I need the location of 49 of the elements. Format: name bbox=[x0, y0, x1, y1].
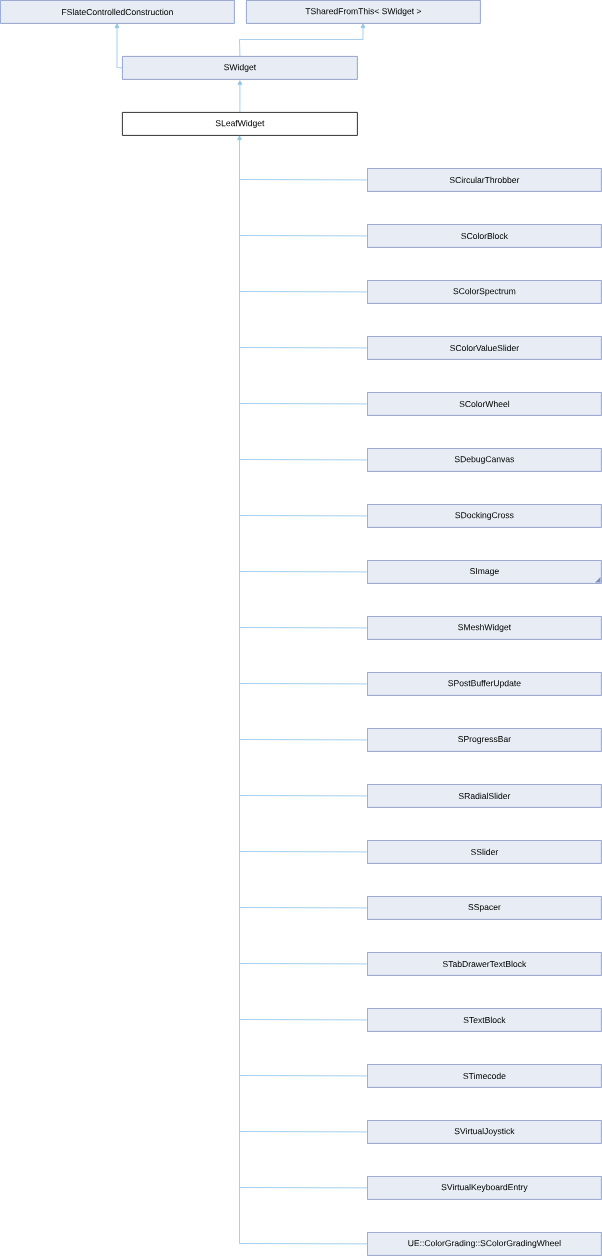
class-box: SPostBufferUpdate bbox=[367, 672, 602, 696]
connector-line bbox=[239, 515, 368, 517]
class-box: SProgressBar bbox=[367, 728, 602, 752]
connector-line bbox=[239, 179, 368, 181]
connector-line bbox=[239, 1131, 368, 1133]
connector-line bbox=[239, 403, 368, 405]
class-box: FSlateControlledConstruction bbox=[0, 0, 235, 24]
connector-line bbox=[239, 1075, 368, 1077]
inheritance-arrow bbox=[239, 23, 366, 57]
class-box: SColorSpectrum bbox=[367, 280, 602, 304]
class-box: STabDrawerTextBlock bbox=[367, 952, 602, 976]
class-box: UE::ColorGrading::SColorGradingWheel bbox=[367, 1232, 602, 1256]
class-box: SLeafWidget bbox=[122, 112, 358, 136]
connector-line bbox=[239, 963, 368, 965]
class-box: SColorBlock bbox=[367, 224, 602, 248]
connector-line bbox=[239, 627, 368, 629]
connector-line bbox=[239, 1187, 368, 1189]
class-box: SVirtualJoystick bbox=[367, 1120, 602, 1144]
class-box: SCircularThrobber bbox=[367, 168, 602, 192]
connector-line bbox=[239, 291, 368, 293]
connector-line bbox=[239, 795, 368, 797]
class-box: SColorValueSlider bbox=[367, 336, 602, 360]
class-box: SDockingCross bbox=[367, 504, 602, 528]
class-box: STimecode bbox=[367, 1064, 602, 1088]
class-box: TSharedFromThis< SWidget > bbox=[246, 0, 481, 24]
class-box: SSpacer bbox=[367, 896, 602, 920]
class-box: SImage bbox=[367, 560, 602, 584]
connector-line bbox=[239, 459, 368, 461]
connector-line bbox=[239, 1019, 368, 1021]
inheritance-arrow bbox=[237, 135, 242, 1244]
inheritance-arrow bbox=[237, 80, 243, 113]
connector-line bbox=[239, 1243, 368, 1245]
connector-line bbox=[239, 347, 368, 349]
connector-line bbox=[239, 571, 368, 573]
class-box: SColorWheel bbox=[367, 392, 602, 416]
connector-line bbox=[239, 907, 368, 909]
class-box: SRadialSlider bbox=[367, 784, 602, 808]
inheritance-arrow bbox=[114, 23, 120, 68]
class-box: SWidget bbox=[122, 56, 358, 80]
connector-line bbox=[116, 67, 123, 69]
connector-line bbox=[239, 739, 368, 741]
class-box: SSlider bbox=[367, 840, 602, 864]
connector-line bbox=[239, 235, 368, 237]
class-box: SVirtualKeyboardEntry bbox=[367, 1176, 602, 1200]
class-box: SMeshWidget bbox=[367, 616, 602, 640]
connector-line bbox=[239, 683, 368, 685]
class-box: STextBlock bbox=[367, 1008, 602, 1032]
connector-line bbox=[239, 851, 368, 853]
class-box: SDebugCanvas bbox=[367, 448, 602, 472]
